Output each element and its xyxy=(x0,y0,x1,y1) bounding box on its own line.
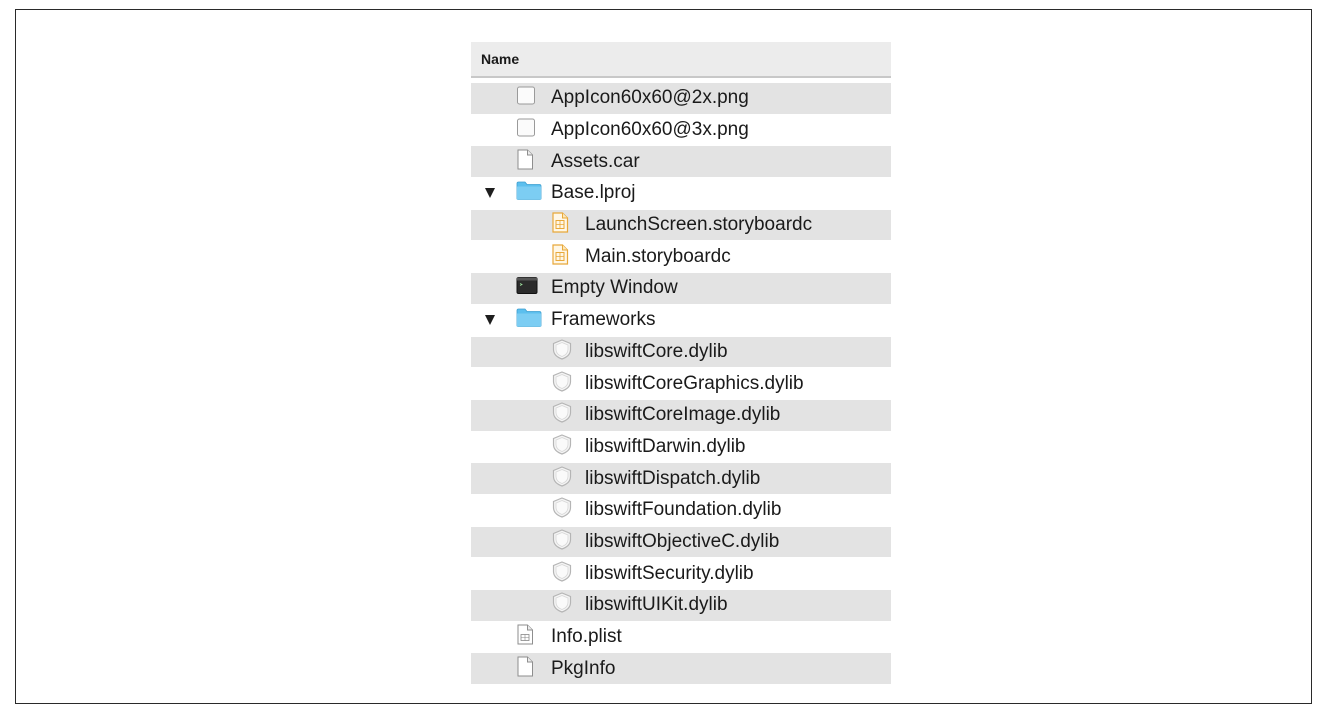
folder-icon xyxy=(516,308,542,333)
list-item-label: Frameworks xyxy=(551,309,656,331)
list-item-label: libswiftDispatch.dylib xyxy=(585,467,761,489)
dylib-icon xyxy=(551,465,573,492)
list-item[interactable]: PkgInfo xyxy=(471,653,891,686)
name-column-header[interactable]: Name xyxy=(471,42,891,78)
list-item[interactable]: libswiftCore.dylib xyxy=(471,336,891,369)
list-item-label: LaunchScreen.storyboardc xyxy=(585,214,813,236)
list-item[interactable]: Assets.car xyxy=(471,146,891,179)
list-item-label: libswiftCore.dylib xyxy=(585,340,728,362)
list-item-label: PkgInfo xyxy=(551,657,616,679)
list-item-label: Info.plist xyxy=(551,626,622,648)
list-item[interactable]: libswiftDarwin.dylib xyxy=(471,431,891,464)
list-item-label: libswiftCoreGraphics.dylib xyxy=(585,372,804,394)
list-item-label: AppIcon60x60@2x.png xyxy=(551,87,749,109)
storyboard-icon xyxy=(551,212,569,239)
disclosure-triangle-icon[interactable] xyxy=(485,315,495,326)
plist-icon xyxy=(516,624,534,651)
list-item[interactable]: LaunchScreen.storyboardc xyxy=(471,209,891,242)
list-item[interactable]: Base.lproj xyxy=(471,178,891,210)
list-item[interactable]: libswiftDispatch.dylib xyxy=(471,463,891,495)
list-item[interactable]: libswiftSecurity.dylib xyxy=(471,558,891,590)
list-item[interactable]: Main.storyboardc xyxy=(471,241,891,274)
list-item-label: Base.lproj xyxy=(551,182,636,204)
list-item[interactable]: Info.plist xyxy=(471,621,891,654)
dylib-icon xyxy=(551,560,573,587)
list-item-label: libswiftCoreImage.dylib xyxy=(585,404,781,426)
dylib-icon xyxy=(551,338,573,365)
image-icon xyxy=(516,118,536,143)
list-item-label: Main.storyboardc xyxy=(585,245,731,267)
list-item-label: libswiftSecurity.dylib xyxy=(585,562,754,584)
list-item-label: libswiftDarwin.dylib xyxy=(585,435,746,457)
name-column-label: Name xyxy=(481,51,520,67)
document-icon xyxy=(516,148,534,175)
dylib-icon xyxy=(551,370,573,397)
dylib-icon xyxy=(551,592,573,619)
list-item[interactable]: libswiftCoreImage.dylib xyxy=(471,399,891,432)
list-item[interactable]: AppIcon60x60@3x.png xyxy=(471,114,891,147)
image-icon xyxy=(516,86,536,111)
disclosure-triangle-icon[interactable] xyxy=(485,188,495,199)
dylib-icon xyxy=(551,433,573,460)
document-icon xyxy=(516,655,534,682)
dylib-icon xyxy=(551,402,573,429)
terminal-icon xyxy=(516,277,538,300)
list-item[interactable]: libswiftFoundation.dylib xyxy=(471,494,891,527)
list-item-label: Empty Window xyxy=(551,277,678,299)
list-item-label: AppIcon60x60@3x.png xyxy=(551,119,749,141)
list-item-label: Assets.car xyxy=(551,150,640,172)
list-item[interactable]: AppIcon60x60@2x.png xyxy=(471,83,891,115)
list-item-label: libswiftObjectiveC.dylib xyxy=(585,530,780,552)
list-item[interactable]: Frameworks xyxy=(471,304,891,337)
list-item-label: libswiftUIKit.dylib xyxy=(585,594,728,616)
list-item[interactable]: Empty Window xyxy=(471,273,891,305)
dylib-icon xyxy=(551,528,573,555)
folder-icon xyxy=(516,181,542,206)
list-item[interactable]: libswiftCoreGraphics.dylib xyxy=(471,368,891,400)
list-item-label: libswiftFoundation.dylib xyxy=(585,499,782,521)
list-item[interactable]: libswiftObjectiveC.dylib xyxy=(471,526,891,559)
dylib-icon xyxy=(551,497,573,524)
storyboard-icon xyxy=(551,243,569,270)
list-item[interactable]: libswiftUIKit.dylib xyxy=(471,590,891,622)
